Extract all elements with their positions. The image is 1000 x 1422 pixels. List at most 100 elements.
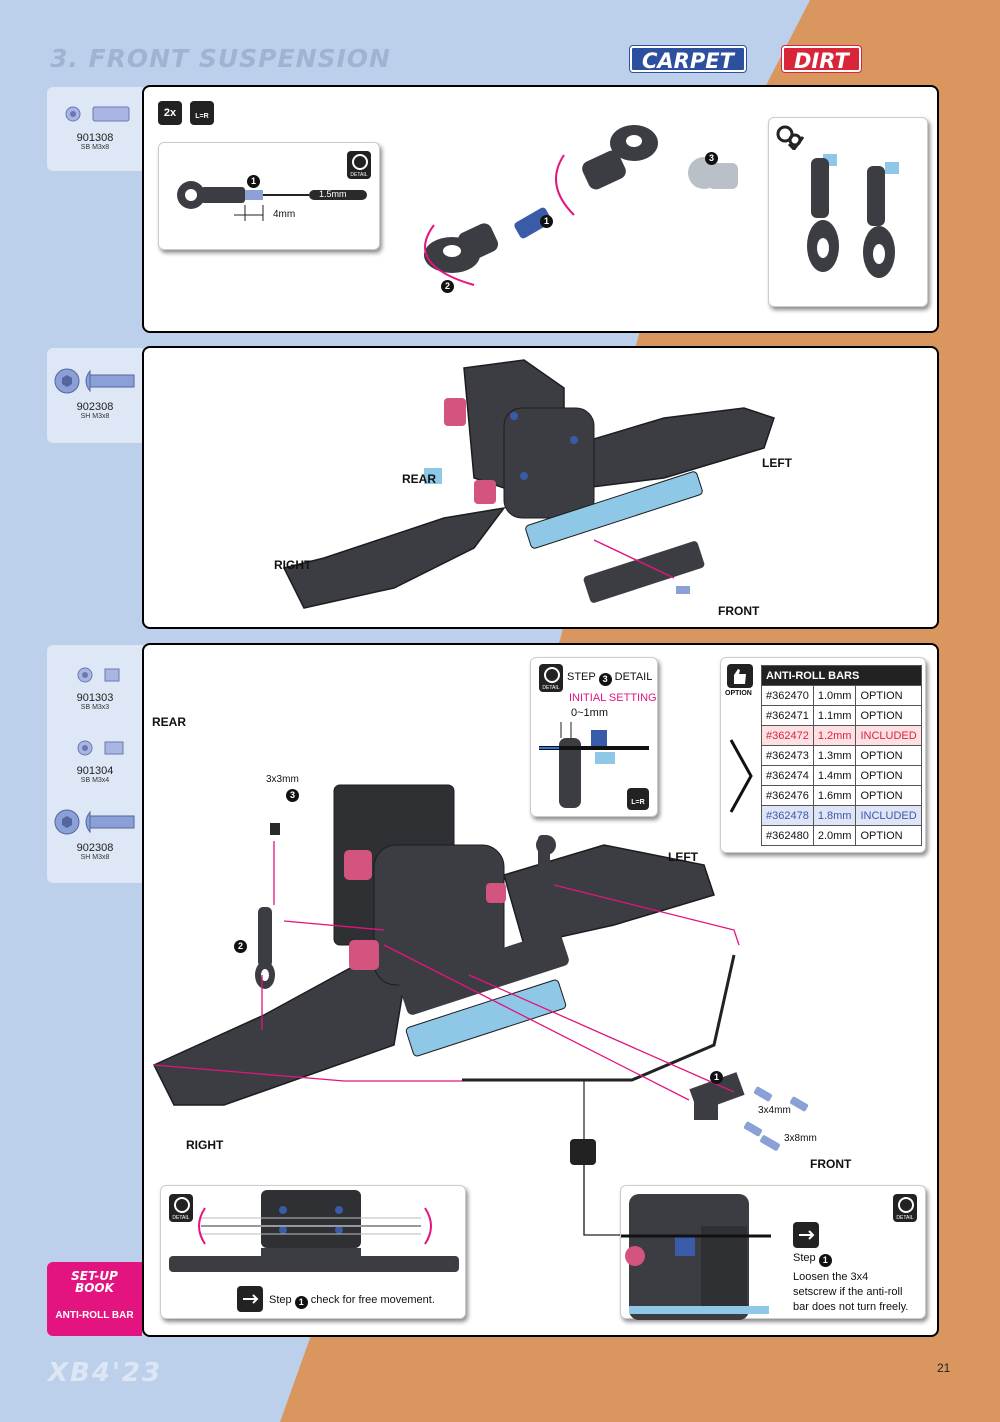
setup-book-line1: SET-UP — [71, 1269, 118, 1283]
loosen-step-num: 1 — [818, 1254, 832, 1267]
label-right: RIGHT — [186, 1138, 224, 1152]
setup-book-caption: ANTI-ROLL BAR — [55, 1310, 134, 1321]
part-desc: SH M3x8 — [80, 854, 110, 861]
setting-range: 0~1mm — [571, 707, 608, 719]
label-front: FRONT — [718, 604, 760, 618]
initial-setting-label: INITIAL SETTING — [569, 692, 657, 704]
loosen-step-label: Step 1 — [793, 1252, 832, 1267]
part-desc: SB M3x4 — [80, 777, 110, 784]
setup-book-badge: SET-UP BOOK ANTI-ROLL BAR — [47, 1262, 142, 1336]
rod-end-measure-diagram — [177, 181, 367, 221]
table-cell-status: OPTION — [855, 745, 922, 766]
measure-4mm: 4mm — [273, 209, 296, 220]
part-desc: SB M3x8 — [80, 144, 110, 151]
detail-icon — [169, 1194, 193, 1222]
step2-parts-box: 902308 SH M3x8 — [47, 348, 143, 443]
setscrew-closeup-drawing — [621, 1194, 771, 1320]
step3-detail-box: STEP 3 DETAIL INITIAL SETTING 0~1mm L=R — [530, 657, 658, 817]
detail-title-step: STEP — [567, 671, 596, 683]
table-cell-size: 1.8mm — [812, 805, 857, 826]
screw-size-3x4: 3x4mm — [758, 1105, 791, 1116]
loosen-instruction: Loosen the 3x4 setscrew if the anti-roll… — [793, 1271, 909, 1313]
check-step-prefix: Step — [269, 1294, 292, 1306]
table-cell-part: #362474 — [761, 765, 814, 786]
quantity-icon: 2x — [158, 101, 182, 125]
left-right-icon: L=R — [627, 788, 649, 810]
table-cell-status: OPTION — [855, 825, 922, 846]
step2-panel: REAR LEFT RIGHT FRONT — [142, 346, 939, 629]
table-cell-status: OPTION — [855, 705, 922, 726]
detail-icon — [893, 1194, 917, 1222]
table-cell-part: #362480 — [761, 825, 814, 846]
label-left: LEFT — [668, 850, 698, 864]
check-gears-icon — [776, 125, 805, 150]
part-code: 902308 — [76, 401, 114, 413]
step-number-2: 2 — [234, 940, 247, 953]
setscrew-icon — [65, 106, 130, 122]
option-label: OPTION — [725, 690, 752, 697]
table-cell-size: 1.0mm — [812, 685, 857, 706]
anti-roll-bar-assembly-drawing — [152, 784, 809, 1236]
left-right-icon: L=R — [190, 101, 214, 125]
thumbs-up-icon — [727, 664, 753, 688]
hex-wrench-icon — [793, 1222, 819, 1248]
setscrew-gap-diagram — [539, 722, 649, 808]
label-right: RIGHT — [274, 558, 312, 572]
part-desc: SB M3x3 — [80, 704, 110, 711]
part-code: 901304 — [76, 765, 114, 777]
check-instruction: Step 1 check for free movement. — [269, 1294, 435, 1309]
table-cell-status: OPTION — [855, 765, 922, 786]
setscrew-3x3-icon — [77, 667, 120, 683]
step-number-1: 1 — [540, 215, 553, 228]
table-cell-part: #362472 — [761, 725, 814, 746]
table-cell-size: 1.2mm — [812, 725, 857, 746]
table-cell-part: #362470 — [761, 685, 814, 706]
front-suspension-assembly-drawing — [282, 359, 775, 609]
part-code: 902308 — [76, 842, 114, 854]
detail-icon — [539, 664, 563, 692]
hex-wrench-icon — [237, 1286, 263, 1312]
finished-rod-ends-drawing — [807, 154, 899, 278]
label-rear: REAR — [152, 715, 187, 729]
step-number-3: 3 — [286, 789, 299, 802]
carpet-badge: CARPET — [630, 46, 746, 73]
table-cell-size: 1.1mm — [812, 705, 857, 726]
table-cell-size: 1.3mm — [812, 745, 857, 766]
table-cell-part: #362473 — [761, 745, 814, 766]
step-number-3: 3 — [705, 152, 718, 165]
setup-book-line2: BOOK — [75, 1281, 114, 1295]
step1-parts-box: 901308 SB M3x8 — [47, 87, 143, 171]
setscrew-3x4-icon — [77, 740, 124, 756]
check-movement-box: Step 1 check for free movement. — [160, 1185, 466, 1319]
detail-title-suffix: DETAIL — [614, 671, 653, 683]
part-code: 901303 — [76, 692, 114, 704]
loosen-step-prefix: Step — [793, 1252, 816, 1264]
detail-title-num: 3 — [598, 673, 612, 686]
step1-result-box — [768, 117, 928, 307]
page-number: 21 — [937, 1361, 951, 1375]
page-title: 3. FRONT SUSPENSION — [50, 44, 391, 73]
screw-size-3x3: 3x3mm — [266, 774, 299, 785]
screw-size-3x8: 3x8mm — [784, 1133, 817, 1144]
table-header: ANTI-ROLL BARS — [761, 665, 922, 686]
label-rear: REAR — [402, 472, 437, 486]
anti-roll-bar-rotation-diagram — [169, 1190, 459, 1272]
step-number-1: 1 — [247, 175, 260, 188]
measure-1-5mm: 1.5mm — [319, 189, 347, 199]
label-left: LEFT — [762, 456, 792, 470]
part-desc: SH M3x8 — [80, 413, 110, 420]
step1-panel: 2x L=R 1 4mm 1.5mm 1 2 3 — [142, 85, 939, 333]
table-cell-size: 1.6mm — [812, 785, 857, 806]
detail-title: STEP 3 DETAIL — [567, 671, 653, 686]
table-cell-part: #362471 — [761, 705, 814, 726]
part-code: 901308 — [76, 132, 114, 144]
